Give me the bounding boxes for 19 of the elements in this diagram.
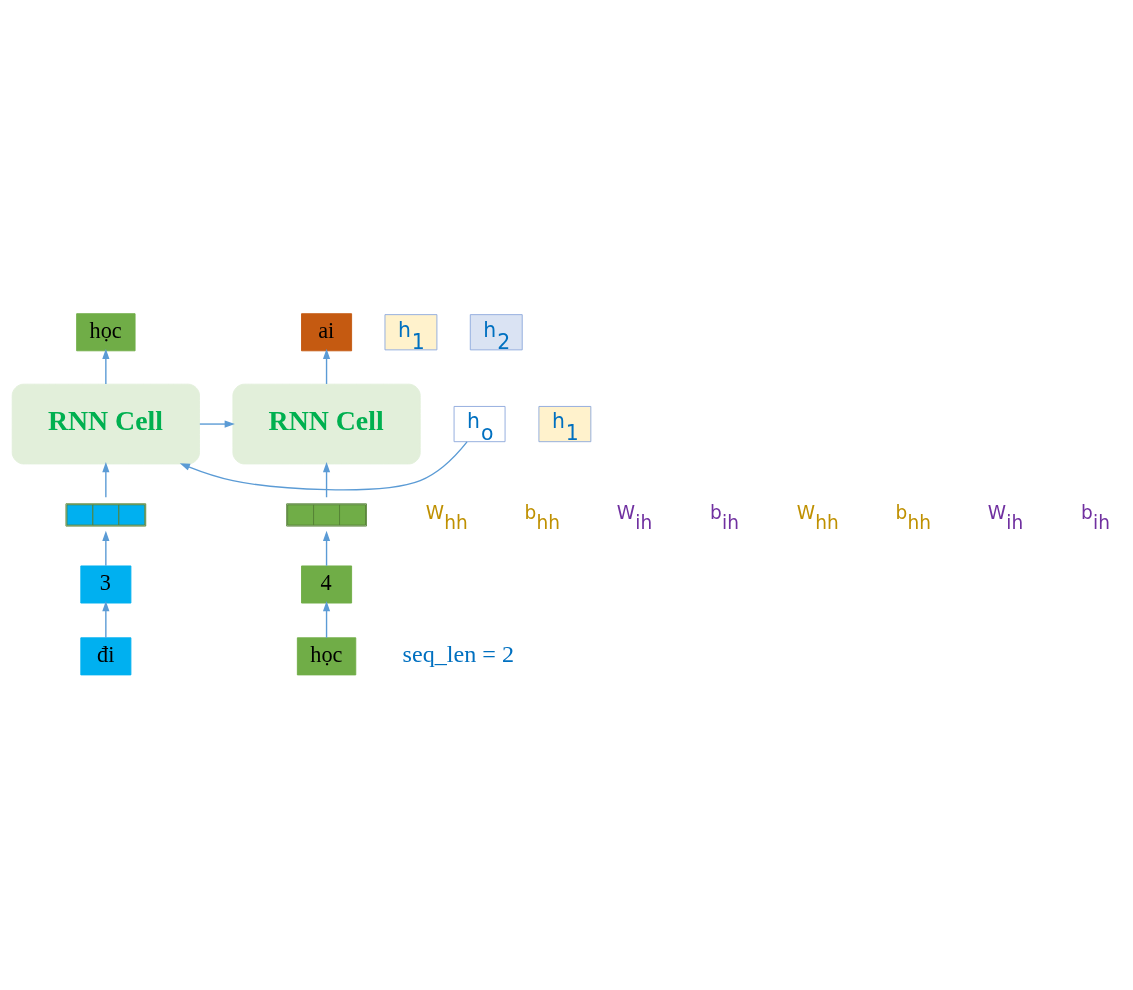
- label: seq_len = 2: [402, 641, 514, 668]
- arrow: [102, 600, 110, 639]
- node-box: RNN Cell: [232, 383, 421, 465]
- node-box: học: [76, 313, 136, 352]
- node-box: ai: [301, 313, 353, 352]
- arrow: [323, 348, 331, 385]
- arrow: [102, 348, 110, 385]
- arrow: [322, 462, 331, 498]
- node-box: 4: [301, 565, 353, 604]
- node-box: học: [296, 637, 357, 676]
- node-box: RNN Cell: [11, 383, 200, 465]
- arrow: [102, 462, 110, 498]
- arrow: [323, 600, 331, 639]
- arrow: [323, 530, 331, 567]
- arrow: [102, 530, 110, 567]
- node-box: 3: [80, 565, 132, 604]
- node-box: đi: [80, 637, 132, 676]
- arrow: [199, 420, 235, 428]
- arrow: [179, 441, 468, 491]
